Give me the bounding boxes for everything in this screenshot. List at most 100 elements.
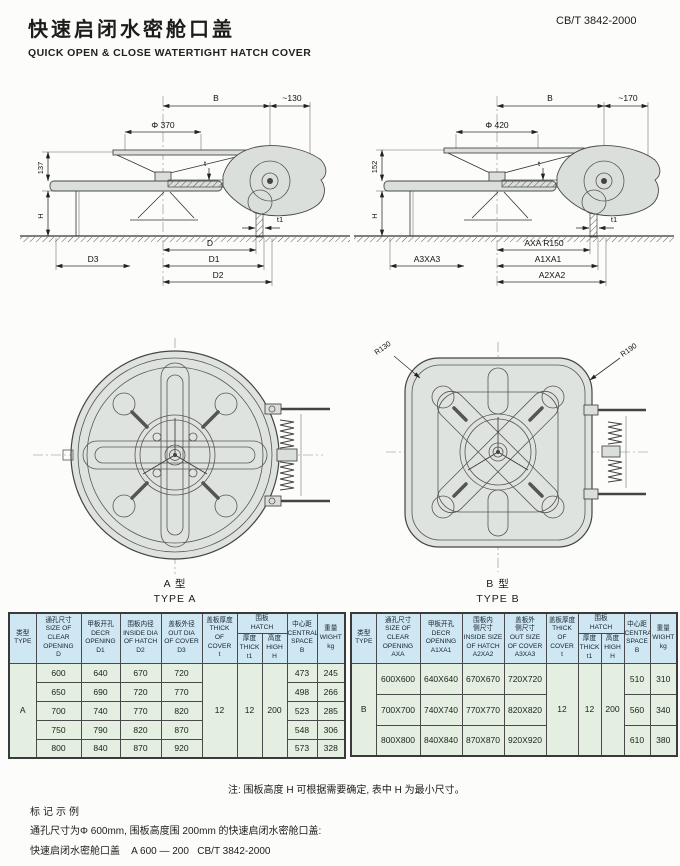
weight-cell: 285 bbox=[316, 700, 346, 721]
table-cell: 820 bbox=[119, 719, 162, 740]
top-view-type-b-drawing: R130 R190 bbox=[373, 339, 650, 572]
cross-arm-vertical bbox=[160, 362, 190, 548]
type-cell: B bbox=[350, 662, 377, 757]
weight-cell: 310 bbox=[649, 662, 678, 695]
table-cell: 650 bbox=[35, 681, 82, 702]
column-header-hatch-thick: 厚度 THICK t1 bbox=[577, 633, 602, 664]
central-handwheel bbox=[459, 413, 537, 491]
central-space-cell: 498 bbox=[286, 681, 318, 702]
weight-cell: 380 bbox=[649, 724, 678, 757]
hinge-assembly bbox=[556, 145, 661, 217]
page-title: 快速启闭水密舱口盖 bbox=[28, 19, 235, 41]
hatch-high-cell: 200 bbox=[600, 662, 625, 757]
hatch-high-cell: 200 bbox=[261, 662, 288, 759]
type-a-label-cn: A 型 bbox=[163, 578, 187, 590]
central-space-cell: 510 bbox=[623, 662, 651, 695]
column-header-hatch-group: 围板 HATCH bbox=[577, 612, 625, 635]
dim-label-height: 152 bbox=[370, 161, 379, 174]
central-space-cell: 473 bbox=[286, 662, 318, 683]
column-header-cover-thick: 盖板厚度 THICK OF COVER t bbox=[545, 612, 579, 664]
column-header-out-size: 盖板外 侧尺寸 OUT SIZE OF COVER A3XA3 bbox=[503, 612, 547, 664]
table-cell: 720X720 bbox=[503, 662, 547, 695]
dim-label-d1: D1 bbox=[209, 254, 220, 264]
marking-example-line1: 通孔尺寸为Φ 600mm, 围板高度围 200mm 的快速启闭水密舱口盖: bbox=[30, 826, 322, 837]
table-cell: 870 bbox=[119, 738, 162, 759]
table-cell: 920 bbox=[160, 738, 203, 759]
central-handwheel bbox=[134, 414, 216, 496]
table-cell: 870 bbox=[160, 719, 203, 740]
dim-label-b: B bbox=[213, 93, 219, 103]
table-cell: 840 bbox=[80, 738, 121, 759]
hatch-thick-cell: 12 bbox=[577, 662, 602, 757]
table-cell: 720 bbox=[160, 662, 203, 683]
column-header-deck-opening: 甲板开孔 DECR OPENING A1XA1 bbox=[419, 612, 463, 664]
type-b-label-cn: B 型 bbox=[486, 578, 510, 590]
table-cell: 720 bbox=[119, 681, 162, 702]
hatch-thick-cell: 12 bbox=[236, 662, 263, 759]
diagonal-arm bbox=[436, 390, 560, 514]
dim-label-d1: A1XA1 bbox=[535, 254, 562, 264]
dim-label-d2: D2 bbox=[213, 270, 224, 280]
column-header-deck-opening: 甲板开孔 DECR OPENING D1 bbox=[80, 612, 121, 664]
type-b-label: B 型 TYPE B bbox=[398, 577, 598, 607]
table-cell: 700 bbox=[35, 700, 82, 721]
weight-cell: 340 bbox=[649, 693, 678, 726]
handwheel bbox=[112, 149, 249, 156]
type-b-table: 类型 TYPE 通孔尺寸 SIZE OF CLEAR OPENING AXA 甲… bbox=[350, 612, 679, 758]
column-header-weight: 重量 WIGHT kg bbox=[316, 612, 346, 664]
table-cell: 870X870 bbox=[461, 724, 505, 757]
table-a-header: 类型 TYPE 通孔尺寸 SIZE OF CLEAR OPENING D 甲板开… bbox=[8, 612, 346, 664]
diagonal-arm bbox=[436, 390, 560, 514]
table-cell: 740X740 bbox=[419, 693, 463, 726]
standard-number: CB/T 3842-2000 bbox=[556, 15, 637, 27]
radius-label-inner: R130 bbox=[373, 339, 393, 357]
table-cell: 770 bbox=[119, 700, 162, 721]
dim-label-t1: t1 bbox=[611, 215, 617, 224]
central-space-cell: 548 bbox=[286, 719, 318, 740]
column-header-hatch-high: 高度 HIGH H bbox=[600, 633, 625, 664]
dim-label-b: B bbox=[547, 93, 553, 103]
dim-label-corner: ~130 bbox=[282, 93, 301, 103]
table-cell: 820 bbox=[160, 700, 203, 721]
dim-label-t: t bbox=[538, 159, 541, 168]
type-cell: A bbox=[8, 662, 37, 759]
table-cell: 600 bbox=[35, 662, 82, 683]
top-view-type-a-drawing bbox=[33, 338, 330, 574]
hinge-assembly bbox=[222, 145, 327, 217]
cover-thick-cell: 12 bbox=[201, 662, 238, 759]
coaming-opening bbox=[437, 391, 559, 513]
table-cell: 600X600 bbox=[375, 662, 421, 695]
dim-label-d2: A2XA2 bbox=[539, 270, 566, 280]
dim-label-d: D bbox=[207, 238, 213, 248]
dog-clamps bbox=[112, 392, 238, 518]
table-cell: 690 bbox=[80, 681, 121, 702]
type-a-label-en: TYPE A bbox=[153, 593, 197, 606]
column-header-central-space: 中心距 CENTRAL SPACE B bbox=[286, 612, 318, 664]
dim-label-wheel-dia: Φ 420 bbox=[485, 120, 509, 130]
column-header-out-dia: 盖板外径 OUT DIA OF COVER D3 bbox=[160, 612, 203, 664]
central-space-cell: 560 bbox=[623, 693, 651, 726]
table-cell: 640X640 bbox=[419, 662, 463, 695]
table-cell: 770X770 bbox=[461, 693, 505, 726]
weight-cell: 328 bbox=[316, 738, 346, 759]
hinge-spring-assembly bbox=[264, 403, 330, 507]
table-cell: 770 bbox=[160, 681, 203, 702]
table-cell: 840X840 bbox=[419, 724, 463, 757]
table-cell: 800 bbox=[35, 738, 82, 759]
column-header-hatch-high: 高度 HIGH H bbox=[261, 633, 288, 664]
central-space-cell: 573 bbox=[286, 738, 318, 759]
dim-label-h: H bbox=[370, 213, 379, 218]
dim-label-h: H bbox=[36, 213, 45, 218]
dim-label-d: AXA R150 bbox=[524, 238, 563, 248]
radius-label-outer: R190 bbox=[619, 341, 639, 359]
table-cell: 700X700 bbox=[375, 693, 421, 726]
page-subtitle: QUICK OPEN & CLOSE WATERTIGHT HATCH COVE… bbox=[28, 47, 312, 59]
table-cell: 790 bbox=[80, 719, 121, 740]
table-cell: 670 bbox=[119, 662, 162, 683]
